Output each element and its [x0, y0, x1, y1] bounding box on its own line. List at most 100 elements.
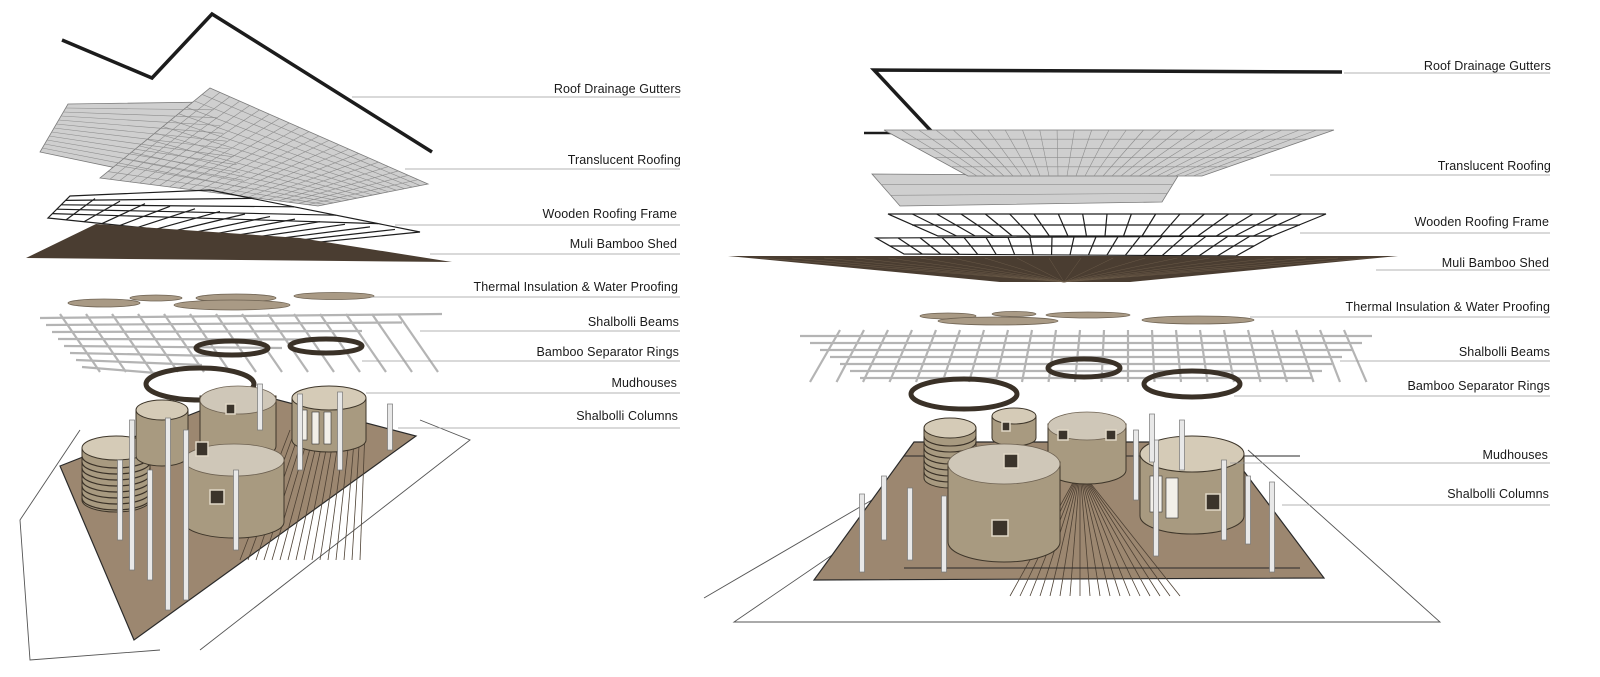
shalbolli-column: [907, 487, 913, 561]
ground-line: [351, 429, 361, 561]
roof-panel-line: [901, 129, 978, 177]
right-shalbolli-columns: [859, 413, 1275, 573]
roof-panel-line: [149, 109, 260, 185]
left-translucent-roofing: [39, 87, 430, 207]
shed-weave-line: [792, 257, 1065, 283]
shalbolli-column: [165, 417, 171, 611]
shalbolli-column: [1133, 429, 1139, 501]
wall-stripe: [81, 491, 151, 505]
frame-member: [52, 213, 379, 225]
roof-panel-line: [60, 115, 221, 126]
beam: [75, 358, 203, 367]
roof-panel-line: [1183, 129, 1300, 177]
roof-panel-line: [1039, 129, 1050, 177]
frame-member: [209, 218, 296, 236]
roof-panel-line: [1093, 129, 1127, 177]
beam: [63, 344, 283, 350]
beam: [914, 329, 938, 383]
beam: [1073, 329, 1082, 383]
roof-panel-line: [109, 92, 221, 180]
shed-weave-line: [1063, 257, 1082, 283]
right-label-wooden-roofing-frame: Wooden Roofing Frame: [1415, 215, 1549, 229]
roof-panel-line: [987, 129, 1023, 177]
right-labels: Roof Drainage Gutters Translucent Roofin…: [1230, 59, 1551, 506]
roof-panel-line: [58, 119, 224, 134]
right-label-muli-bamboo-shed: Muli Bamboo Shed: [1442, 256, 1549, 270]
shalbolli-column: [233, 469, 239, 551]
frame-member: [119, 205, 171, 226]
frame-member: [155, 210, 221, 230]
shalbolli-column: [147, 469, 153, 581]
roof-panel-line: [278, 166, 389, 202]
beam: [809, 329, 841, 383]
beam: [1222, 329, 1236, 383]
ground-line: [1049, 469, 1081, 597]
roof-panel-line: [248, 153, 359, 198]
roof-panel-line: [228, 144, 339, 195]
shalbolli-column: [387, 403, 393, 451]
roof-panel-line: [1022, 129, 1041, 177]
shed-weave-line: [1063, 257, 1178, 283]
left-label-mudhouses: Mudhouses: [611, 376, 677, 390]
wall-stripe: [923, 435, 977, 447]
left-mudhouses: [81, 385, 367, 539]
frame-member: [56, 208, 337, 216]
wall-stripe: [81, 485, 151, 499]
left-shalbolli-beams: [39, 312, 443, 375]
beam: [888, 329, 914, 383]
shed-weave-line: [952, 257, 1065, 283]
ground-line: [1059, 469, 1081, 597]
roof-panel-line: [1111, 129, 1162, 177]
right-translucent-roofing: [871, 129, 1335, 207]
beam: [1294, 329, 1315, 383]
beam: [59, 313, 101, 373]
shalbolli-column: [1269, 481, 1275, 573]
shed-weave-line: [1063, 257, 1242, 283]
wall-stripe: [81, 467, 151, 481]
shed-weave-line: [1063, 257, 1210, 283]
roof-panel-line: [918, 129, 987, 177]
beam: [57, 337, 323, 341]
roof-panel-line: [1102, 129, 1144, 177]
roof-panel-line: [51, 131, 234, 158]
roof-panel-line: [198, 131, 310, 191]
roof-panel-line: [1084, 129, 1110, 177]
right-label-bamboo-separator-rings: Bamboo Separator Rings: [1407, 379, 1550, 393]
beam: [345, 313, 387, 373]
roof-panel-line: [298, 174, 409, 204]
roof-panel-line: [189, 127, 300, 190]
beam: [941, 329, 962, 383]
ground-line: [1079, 469, 1101, 597]
shalbolli-column: [1245, 475, 1251, 545]
roof-panel-line: [65, 107, 214, 111]
beam: [862, 329, 889, 383]
left-roof-drainage-gutters: [61, 11, 433, 154]
ground-line: [335, 429, 351, 561]
left-label-roof-drainage-gutters: Roof Drainage Gutters: [554, 82, 681, 96]
roof-panel-line: [288, 170, 399, 203]
ground-line: [1079, 469, 1141, 597]
ground-line: [359, 429, 366, 561]
right-label-shalbolli-beams: Shalbolli Beams: [1459, 345, 1550, 359]
right-wooden-roofing-frame: [873, 213, 1327, 257]
roof-panel-line: [63, 111, 217, 118]
roof-panel-line: [46, 139, 241, 173]
shalbolli-column: [1179, 419, 1185, 471]
beam: [81, 365, 163, 375]
right-label-roof-drainage-gutters: Roof Drainage Gutters: [1424, 59, 1551, 73]
shed-weave-line: [984, 257, 1065, 283]
shed-weave-line: [1016, 257, 1065, 283]
shed-weave-line: [856, 257, 1065, 283]
frame-member: [83, 200, 121, 223]
wall-stripe: [923, 441, 977, 453]
shalbolli-column: [117, 459, 123, 541]
shalbolli-column: [1221, 459, 1227, 541]
ground-line: [287, 429, 321, 561]
shalbolli-column: [859, 493, 865, 573]
shalbolli-column: [1149, 413, 1155, 463]
shalbolli-column: [941, 495, 947, 573]
beam: [293, 313, 335, 373]
shed-weave-line: [888, 257, 1065, 283]
beam: [111, 313, 153, 373]
